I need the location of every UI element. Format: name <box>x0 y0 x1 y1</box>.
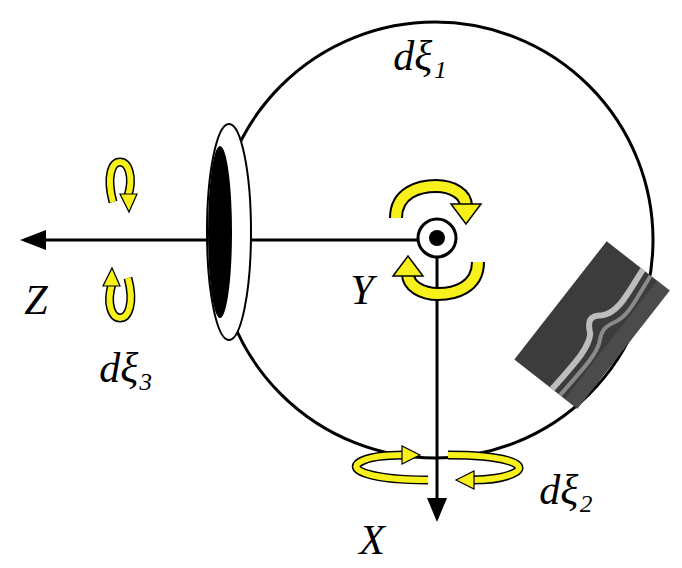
rotation-label: dξ₃ <box>99 347 153 389</box>
y-axis-dot <box>429 230 445 246</box>
rotation-arrow-1 <box>393 186 481 294</box>
cornea <box>207 124 251 340</box>
lens <box>208 146 232 318</box>
axis-label: Y <box>350 269 373 311</box>
rotation-arrow-3 <box>103 162 137 318</box>
rotation-arrow-2 <box>356 446 519 489</box>
z-arrowhead <box>20 230 46 250</box>
x-arrowhead <box>427 498 447 522</box>
axis-label: Z <box>24 279 47 321</box>
axis-label: X <box>359 519 385 561</box>
rotation-label: dξ₁ <box>393 35 447 77</box>
y-axis-symbol <box>418 219 456 257</box>
rotation-label: dξ₂ <box>539 469 593 511</box>
oct-image <box>514 241 669 408</box>
